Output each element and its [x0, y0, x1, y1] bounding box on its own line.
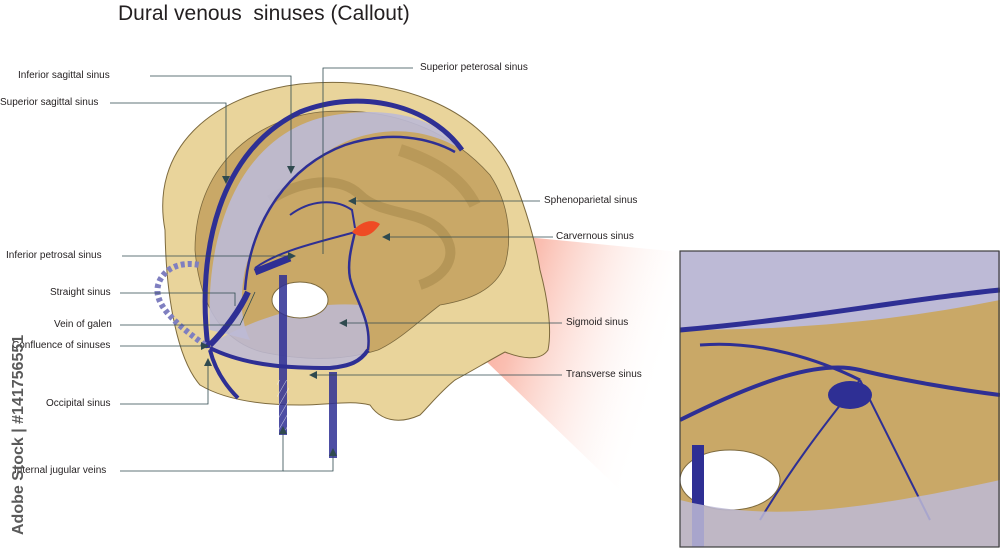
inferior-petrosal-sinus — [253, 254, 292, 276]
transverse-sinus — [209, 346, 370, 371]
brain-fold — [398, 144, 481, 208]
leader-superior-petrosal — [322, 67, 413, 254]
leader-superior-sagittal — [110, 102, 227, 178]
label-vein-of-galen: Vein of galen — [54, 319, 112, 330]
arrowhead — [204, 358, 212, 366]
falx-cerebri — [209, 112, 462, 340]
label-cavernous-sinus: Carvernous sinus — [556, 231, 634, 242]
watermark-text: Adobe Stock | #141756551 — [10, 334, 27, 535]
label-internal-jugular-veins: Internal jugular veins — [14, 465, 107, 476]
straight-sinus — [207, 290, 251, 348]
leader-vein-of-galen — [120, 291, 256, 326]
internal-jugular-vein-right — [329, 372, 337, 458]
label-superior-petrosal-sinus: Superior peterosal sinus — [420, 62, 528, 73]
superior-sagittal-sinus — [202, 98, 465, 349]
label-straight-sinus: Straight sinus — [50, 287, 111, 298]
cavernous-sinus — [352, 221, 380, 237]
arrowhead — [329, 448, 337, 456]
arrowhead — [201, 342, 209, 350]
arrowheads — [201, 166, 390, 456]
arrowhead — [309, 371, 317, 379]
occipital-sinus — [208, 349, 240, 400]
brain-fold — [267, 177, 456, 290]
leader-internal-jugular-right — [283, 452, 334, 472]
superior-petrosal-sinus — [254, 231, 356, 269]
leader-occipital — [120, 362, 209, 405]
leader-internal-jugular — [120, 430, 284, 472]
leader-straight — [120, 292, 236, 306]
sphenoparietal-sinus — [289, 201, 356, 229]
diagram-title: Dural venous sinuses (Callout) — [118, 2, 410, 25]
arrowhead — [222, 176, 230, 184]
label-confluence-of-sinuses: Confluence of sinuses — [12, 340, 111, 351]
tentorium — [210, 304, 369, 368]
label-sphenoparietal-sinus: Sphenoparietal sinus — [544, 195, 638, 206]
arrowhead — [287, 166, 295, 174]
inferior-sagittal-sinus — [243, 135, 456, 291]
arrowhead — [288, 252, 296, 260]
zoom-callout — [680, 251, 1000, 547]
sigmoid-sinus — [347, 231, 370, 351]
arrowhead — [279, 426, 287, 434]
jugular-pattern — [277, 380, 289, 430]
label-transverse-sinus: Transverse sinus — [566, 369, 642, 380]
leader-inferior-sagittal — [150, 75, 292, 168]
internal-jugular-vein-left — [279, 275, 287, 435]
label-superior-sagittal-sinus: Superior sagittal sinus — [0, 97, 99, 108]
arrowhead — [348, 197, 356, 205]
arrowhead — [382, 233, 390, 241]
label-inferior-sagittal-sinus: Inferior sagittal sinus — [18, 70, 110, 81]
arrowhead — [339, 319, 347, 327]
zoom-frame — [679, 250, 1000, 548]
emissary-vein — [154, 260, 207, 348]
label-occipital-sinus: Occipital sinus — [46, 398, 111, 409]
label-sigmoid-sinus: Sigmoid sinus — [566, 317, 629, 328]
leader-lines — [110, 67, 562, 472]
label-inferior-petrosal-sinus: Inferior petrosal sinus — [6, 250, 102, 261]
